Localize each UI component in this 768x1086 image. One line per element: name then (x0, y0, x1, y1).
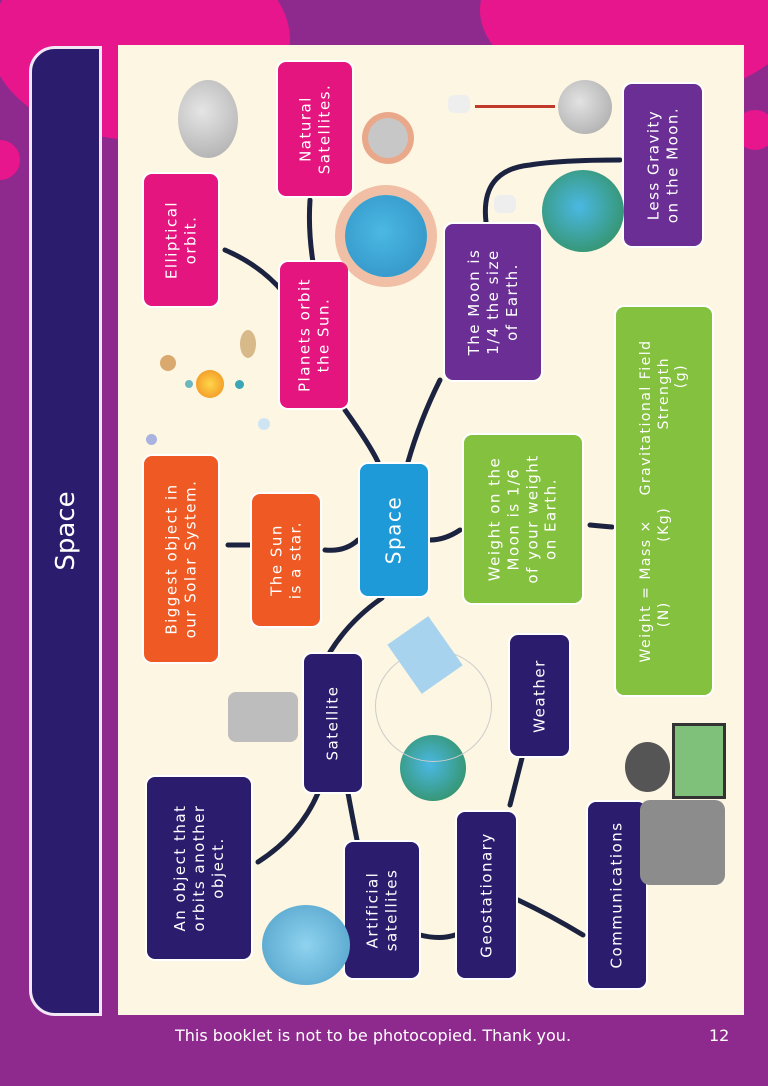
node-weather: Weather (508, 633, 571, 758)
node-biggest-object-label: Biggest object in our Solar System. (162, 479, 199, 639)
node-sun-star-label: The Sun is a star. (267, 520, 304, 600)
planet-icon (235, 380, 244, 389)
node-object-orbits-label: An object that orbits another object. (170, 804, 227, 932)
node-communications: Communications (586, 800, 648, 990)
node-moon-size: The Moon is 1/4 the size of Earth. (443, 222, 543, 382)
saturn-icon (240, 330, 256, 358)
node-weight-moon: Weight on the Moon is 1/6 of your weight… (462, 433, 584, 605)
earth-icon (542, 170, 624, 252)
section-sidebar: Space (29, 46, 102, 1016)
node-less-gravity: Less Gravity on the Moon. (622, 82, 704, 248)
node-weight-formula-label: Weight = Mass × Gravitational Field (N) … (637, 339, 689, 663)
satellite-dish-icon (625, 742, 670, 792)
node-artificial-satellites: Artificial satellites (343, 840, 421, 980)
node-elliptical-orbit-label: Elliptical orbit. (162, 200, 199, 280)
node-space: Space (358, 462, 430, 598)
node-moon-size-label: The Moon is 1/4 the size of Earth. (464, 248, 521, 356)
node-planets-orbit: Planets orbit the Sun. (278, 260, 350, 410)
node-weight-formula: Weight = Mass × Gravitational Field (N) … (614, 305, 714, 697)
planet-icon (160, 355, 176, 371)
moon-icon (178, 80, 238, 158)
astronaut-icon (494, 195, 516, 213)
node-sun-star: The Sun is a star. (250, 492, 322, 628)
weather-presenter-icon (640, 800, 725, 885)
moon-gravity-icon (368, 118, 408, 158)
earth-icon (345, 195, 427, 277)
planet-icon (185, 380, 193, 388)
node-object-orbits: An object that orbits another object. (145, 775, 253, 961)
astronaut-icon (448, 95, 470, 113)
moon-small-icon (558, 80, 612, 134)
node-satellite-label: Satellite (323, 685, 342, 761)
node-weather-label: Weather (530, 658, 549, 733)
arrow-icon (475, 105, 555, 108)
node-less-gravity-label: Less Gravity on the Moon. (644, 106, 681, 224)
node-satellite: Satellite (302, 652, 364, 794)
node-natural-satellites: Natural Satellites. (276, 60, 354, 198)
node-artificial-satellites-label: Artificial satellites (363, 868, 400, 952)
node-geostationary: Geostationary (455, 810, 518, 980)
node-space-label: Space (381, 495, 406, 565)
footer-notice: This booklet is not to be photocopied. T… (175, 1026, 572, 1045)
node-geostationary-label: Geostationary (477, 832, 496, 958)
node-planets-orbit-label: Planets orbit the Sun. (295, 277, 332, 393)
decor-blob (0, 140, 20, 180)
node-natural-satellites-label: Natural Satellites. (296, 83, 333, 175)
sun-icon (196, 370, 224, 398)
node-biggest-object: Biggest object in our Solar System. (142, 454, 220, 664)
satellite-icon (228, 692, 298, 742)
node-communications-label: Communications (607, 821, 626, 969)
planet-icon (146, 434, 157, 445)
tv-icon (672, 723, 726, 799)
planet-icon (258, 418, 270, 430)
node-elliptical-orbit: Elliptical orbit. (142, 172, 220, 308)
earth-artificial-satellites-icon (262, 905, 350, 985)
node-weight-moon-label: Weight on the Moon is 1/6 of your weight… (485, 454, 560, 584)
page-number: 12 (709, 1026, 730, 1045)
